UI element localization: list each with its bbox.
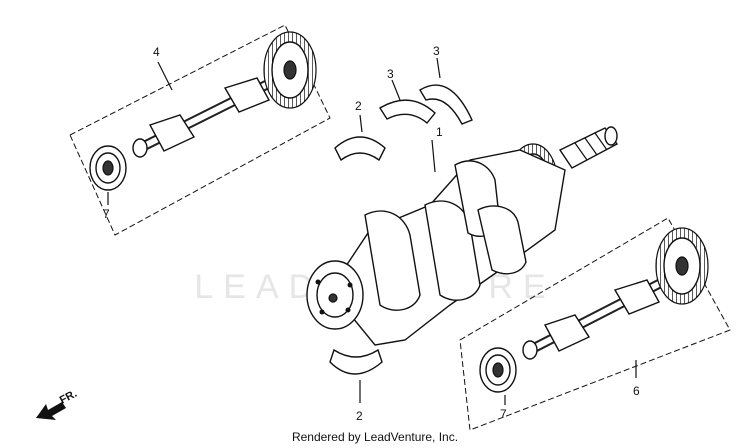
- thrust-washer-3-left: [379, 79, 436, 124]
- callout-4: 4: [153, 45, 160, 59]
- bearing-half-2-upper: [334, 114, 386, 162]
- bearing-7-lower: [479, 347, 517, 393]
- callout-3-right: 3: [433, 44, 440, 58]
- bearing-half-2-lower: [329, 348, 383, 403]
- gear-6: [655, 227, 709, 305]
- credit-text: Rendered by LeadVenture, Inc.: [291, 430, 459, 444]
- front-direction-arrow: FR.: [36, 388, 79, 420]
- callout-1: 1: [436, 125, 443, 139]
- callout-3-left: 3: [387, 67, 394, 81]
- crankshaft-1: [306, 126, 619, 346]
- assembly-box-4: [69, 24, 331, 236]
- front-label: FR.: [58, 388, 79, 407]
- thrust-washer-3-right: [419, 57, 473, 125]
- bearing-7-upper: [89, 145, 127, 191]
- callout-7-upper: 7: [103, 207, 110, 221]
- gear-4: [263, 31, 317, 109]
- callout-6: 6: [633, 384, 640, 398]
- callout-7-lower: 7: [500, 407, 507, 421]
- callout-2-lower: 2: [356, 409, 363, 423]
- assembly-box-6: [459, 217, 731, 431]
- callout-2-upper: 2: [355, 99, 362, 113]
- arrow-icon: [36, 402, 66, 420]
